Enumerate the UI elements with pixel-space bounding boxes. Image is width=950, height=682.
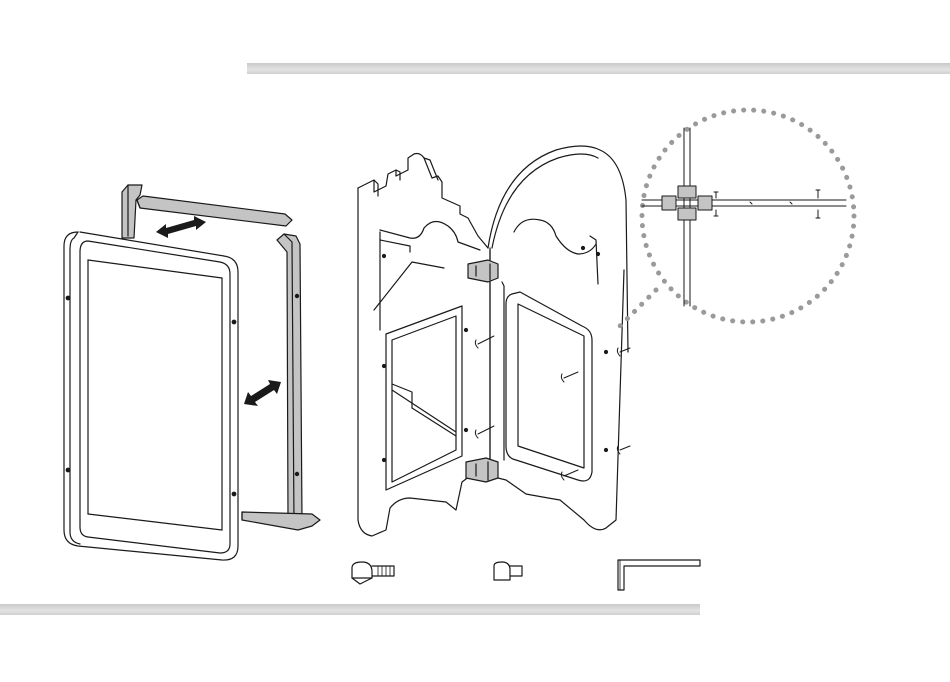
arched-panel	[488, 146, 628, 352]
frame-assembly	[64, 185, 320, 560]
trim-strip-left	[122, 185, 142, 238]
trim-strip-bottom	[242, 512, 320, 530]
hardware-row	[352, 560, 700, 590]
hinge-bracket-bottom	[466, 458, 498, 482]
panel-assembly	[358, 146, 630, 536]
cross-section-detail	[642, 128, 846, 306]
long-bolt-icon	[352, 562, 394, 584]
allen-key-icon	[618, 560, 700, 590]
slide-arrow-top	[156, 216, 206, 238]
detail-callout	[618, 110, 854, 328]
trim-strip-right	[277, 234, 302, 528]
short-bolt-icon	[494, 562, 522, 580]
hinge-bracket-top	[468, 260, 498, 282]
frame-panel	[64, 232, 238, 560]
trim-strip-top	[137, 196, 292, 226]
slide-arrow-side	[244, 380, 281, 406]
arched-panel-body	[490, 250, 624, 530]
screws	[475, 336, 630, 480]
